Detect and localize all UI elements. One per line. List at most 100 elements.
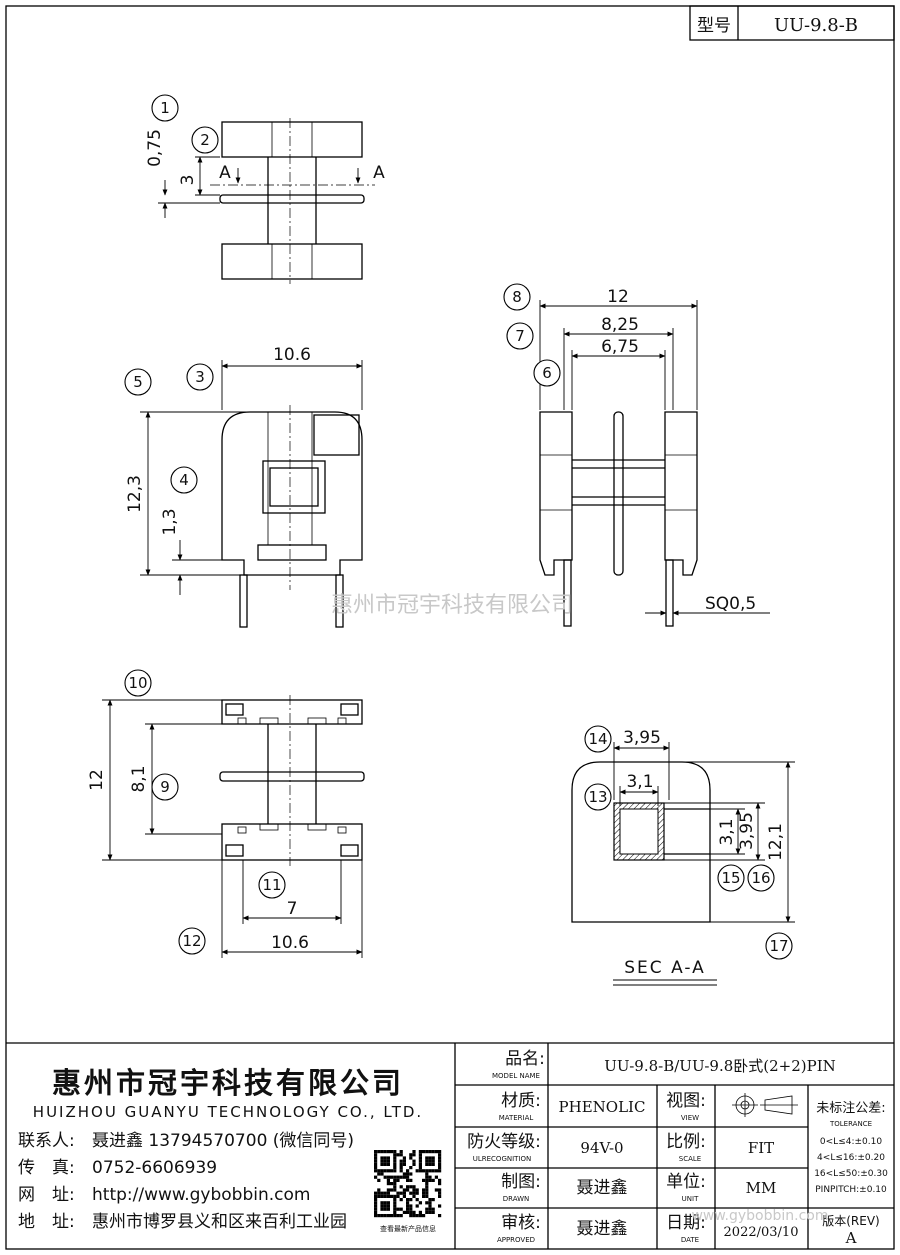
section-mark-left: A <box>219 163 231 183</box>
approved-value: 聂进鑫 <box>577 1219 628 1239</box>
tolerance-row-2: 4<L≤16:±0.20 <box>817 1153 885 1163</box>
callout-circle-3 <box>186 363 214 391</box>
company-name-en: HUIZHOU GUANYU TECHNOLOGY CO., LTD. <box>33 1103 423 1121</box>
callout-circle-4 <box>170 466 198 494</box>
callout-8: 8 <box>512 288 522 306</box>
drawn-label-en: DRAWN <box>503 1195 530 1203</box>
dim-3-1-side: 3,1 <box>717 818 737 845</box>
callout-circle-7 <box>506 322 534 350</box>
front-view: 12 8,25 6,75 SQ0,5 <box>539 287 770 627</box>
fax-value: 0752-6606939 <box>92 1158 217 1178</box>
product-label: 品名: <box>505 1049 545 1069</box>
unit-label: 单位: <box>666 1172 706 1192</box>
title-block: 惠州市冠宇科技有限公司 HUIZHOU GUANYU TECHNOLOGY CO… <box>6 1042 894 1249</box>
fax-label: 传 真: <box>18 1158 75 1178</box>
callout-circle-2 <box>191 126 219 154</box>
approved-label: 审核: <box>501 1213 541 1233</box>
footer-watermark: www.gybobbin.com <box>691 1208 828 1224</box>
callout-4: 4 <box>179 471 189 489</box>
rev-label: 版本(REV) <box>822 1214 880 1228</box>
dim-12-3: 12,3 <box>125 475 145 513</box>
callout-13: 13 <box>588 788 607 806</box>
contact-label: 联系人: <box>18 1131 75 1151</box>
callout-12: 12 <box>182 932 201 950</box>
section-view: 3,95 3,1 3,1 3,95 12,1 SEC A-A <box>571 728 795 986</box>
callout-circle-14 <box>584 725 612 753</box>
bottom-view: 12 8,1 7 10.6 <box>87 695 365 958</box>
callout-10: 10 <box>128 674 147 692</box>
dim-1-3: 1,3 <box>160 508 180 535</box>
callout-circle-15 <box>717 864 745 892</box>
dim-6-75: 6,75 <box>601 337 639 357</box>
addr-label: 地 址: <box>18 1212 75 1232</box>
dim-10-6-bottom: 10.6 <box>271 933 309 953</box>
scale-label: 比例: <box>666 1132 706 1152</box>
callout-14: 14 <box>588 730 607 748</box>
flame-label: 防火等级: <box>467 1132 541 1152</box>
dim-3-95-side: 3,95 <box>737 812 757 850</box>
dim-0-75: 0,75 <box>145 129 165 167</box>
side-view: 10.6 12,3 1,3 <box>125 345 363 628</box>
tolerance-row-1: 0<L≤4:±0.10 <box>820 1137 882 1147</box>
callout-circle-11 <box>258 871 286 899</box>
tolerance-label-en: TOLERANCE <box>829 1120 872 1128</box>
product-label-en: MODEL NAME <box>492 1072 540 1080</box>
material-label: 材质: <box>501 1091 541 1111</box>
tolerance-title: 未标注公差: <box>816 1101 885 1116</box>
watermark-text: 惠州市冠宇科技有限公司 <box>331 593 573 618</box>
scale-value: FIT <box>748 1139 774 1157</box>
callout-circle-16 <box>747 864 775 892</box>
callout-2: 2 <box>200 131 210 149</box>
date-label: 日期: <box>666 1213 706 1233</box>
callout-9: 9 <box>160 778 170 796</box>
unit-value: MM <box>746 1179 777 1197</box>
unit-label-en: UNIT <box>682 1195 699 1203</box>
model-value: UU-9.8-B <box>774 15 858 36</box>
dim-3-95-top: 3,95 <box>623 728 661 748</box>
dim-12-bottom: 12 <box>87 769 107 791</box>
dim-3-1-top: 3,1 <box>626 772 653 792</box>
web-label: 网 址: <box>18 1185 75 1205</box>
contact-value: 聂进鑫 13794570700 (微信同号) <box>92 1131 354 1151</box>
material-value: PHENOLIC <box>559 1098 646 1116</box>
web-value: http://www.gybobbin.com <box>92 1185 310 1205</box>
view-label: 视图: <box>666 1091 706 1111</box>
tolerance-row-4: PINPITCH:±0.10 <box>815 1185 887 1195</box>
scale-label-en: SCALE <box>679 1155 701 1163</box>
callout-16: 16 <box>751 869 770 887</box>
dim-3: 3 <box>178 175 198 186</box>
callout-1: 1 <box>160 99 170 117</box>
callout-circle-17 <box>765 932 793 960</box>
addr-value: 惠州市博罗县义和区来百利工业园 <box>92 1212 347 1232</box>
dim-7: 7 <box>287 899 298 919</box>
dim-sq: SQ0,5 <box>705 594 756 614</box>
projection-symbol-icon <box>732 1093 798 1117</box>
callout-5: 5 <box>133 373 143 391</box>
approved-label-en: APPROVED <box>497 1236 535 1244</box>
callout-circle-10 <box>124 669 152 697</box>
view-label-en: VIEW <box>681 1114 699 1122</box>
date-value: 2022/03/10 <box>724 1225 799 1240</box>
dim-12-front: 12 <box>607 287 629 307</box>
drawn-label: 制图: <box>501 1172 541 1192</box>
flame-value: 94V-0 <box>580 1139 623 1157</box>
section-label: SEC A-A <box>624 958 705 978</box>
callout-circle-5 <box>124 368 152 396</box>
qr-caption: 查看最新产品信息 <box>380 1224 436 1233</box>
dim-12-1: 12,1 <box>766 823 786 861</box>
company-name-cn: 惠州市冠宇科技有限公司 <box>52 1066 404 1100</box>
date-label-en: DATE <box>681 1236 699 1244</box>
section-mark-right: A <box>373 163 385 183</box>
sheet-border <box>5 5 895 1250</box>
callout-circle-13 <box>584 783 612 811</box>
callout-17: 17 <box>769 937 788 955</box>
rev-value: A <box>845 1229 857 1247</box>
callout-11: 11 <box>262 876 281 894</box>
dim-10-6-side: 10.6 <box>273 345 311 365</box>
qr-code-icon <box>372 1148 444 1220</box>
flame-label-en: ULRECOGNITION <box>473 1155 532 1163</box>
callout-circle-12 <box>178 927 206 955</box>
